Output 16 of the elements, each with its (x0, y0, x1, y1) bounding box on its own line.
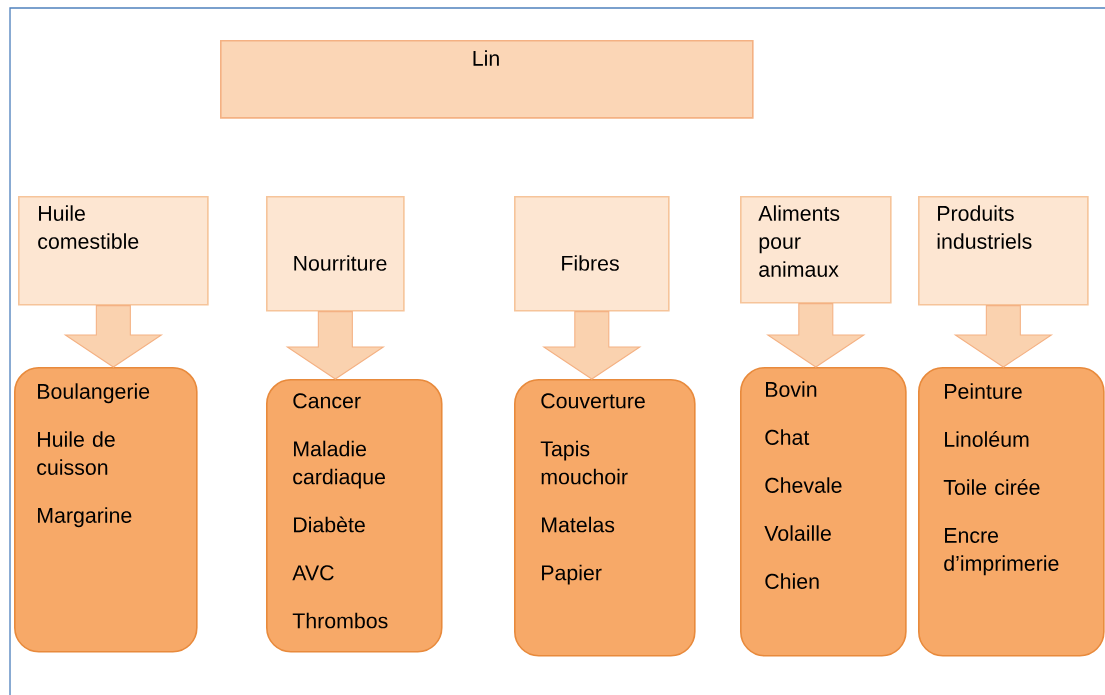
category-box: Aliments pour animaux (740, 196, 892, 304)
block-arrow (285, 311, 386, 380)
category-box: Fibres (514, 196, 670, 312)
category-box: Produits industriels (918, 196, 1089, 306)
list-box: Cancer Maladie cardiaque Diabète AVC Thrombos (266, 379, 443, 653)
block-arrow (953, 305, 1054, 368)
block-arrow (63, 305, 164, 368)
title-box: Lin (220, 40, 754, 119)
list-box: Couverture Tapis mouchoir Matelas Papier (514, 379, 696, 657)
list-box: Bovin Chat Chevale Volaille Chien (740, 367, 907, 657)
category-box: Nourriture (266, 196, 405, 312)
block-arrow (766, 303, 866, 368)
list-box: Boulangerie Huile de cuisson Margarine (14, 367, 198, 653)
block-arrow (542, 311, 642, 380)
list-box: Peinture Linoléum Toile cirée Encre d’imprimerie (918, 367, 1105, 657)
category-box: Huile comestible (18, 196, 209, 306)
